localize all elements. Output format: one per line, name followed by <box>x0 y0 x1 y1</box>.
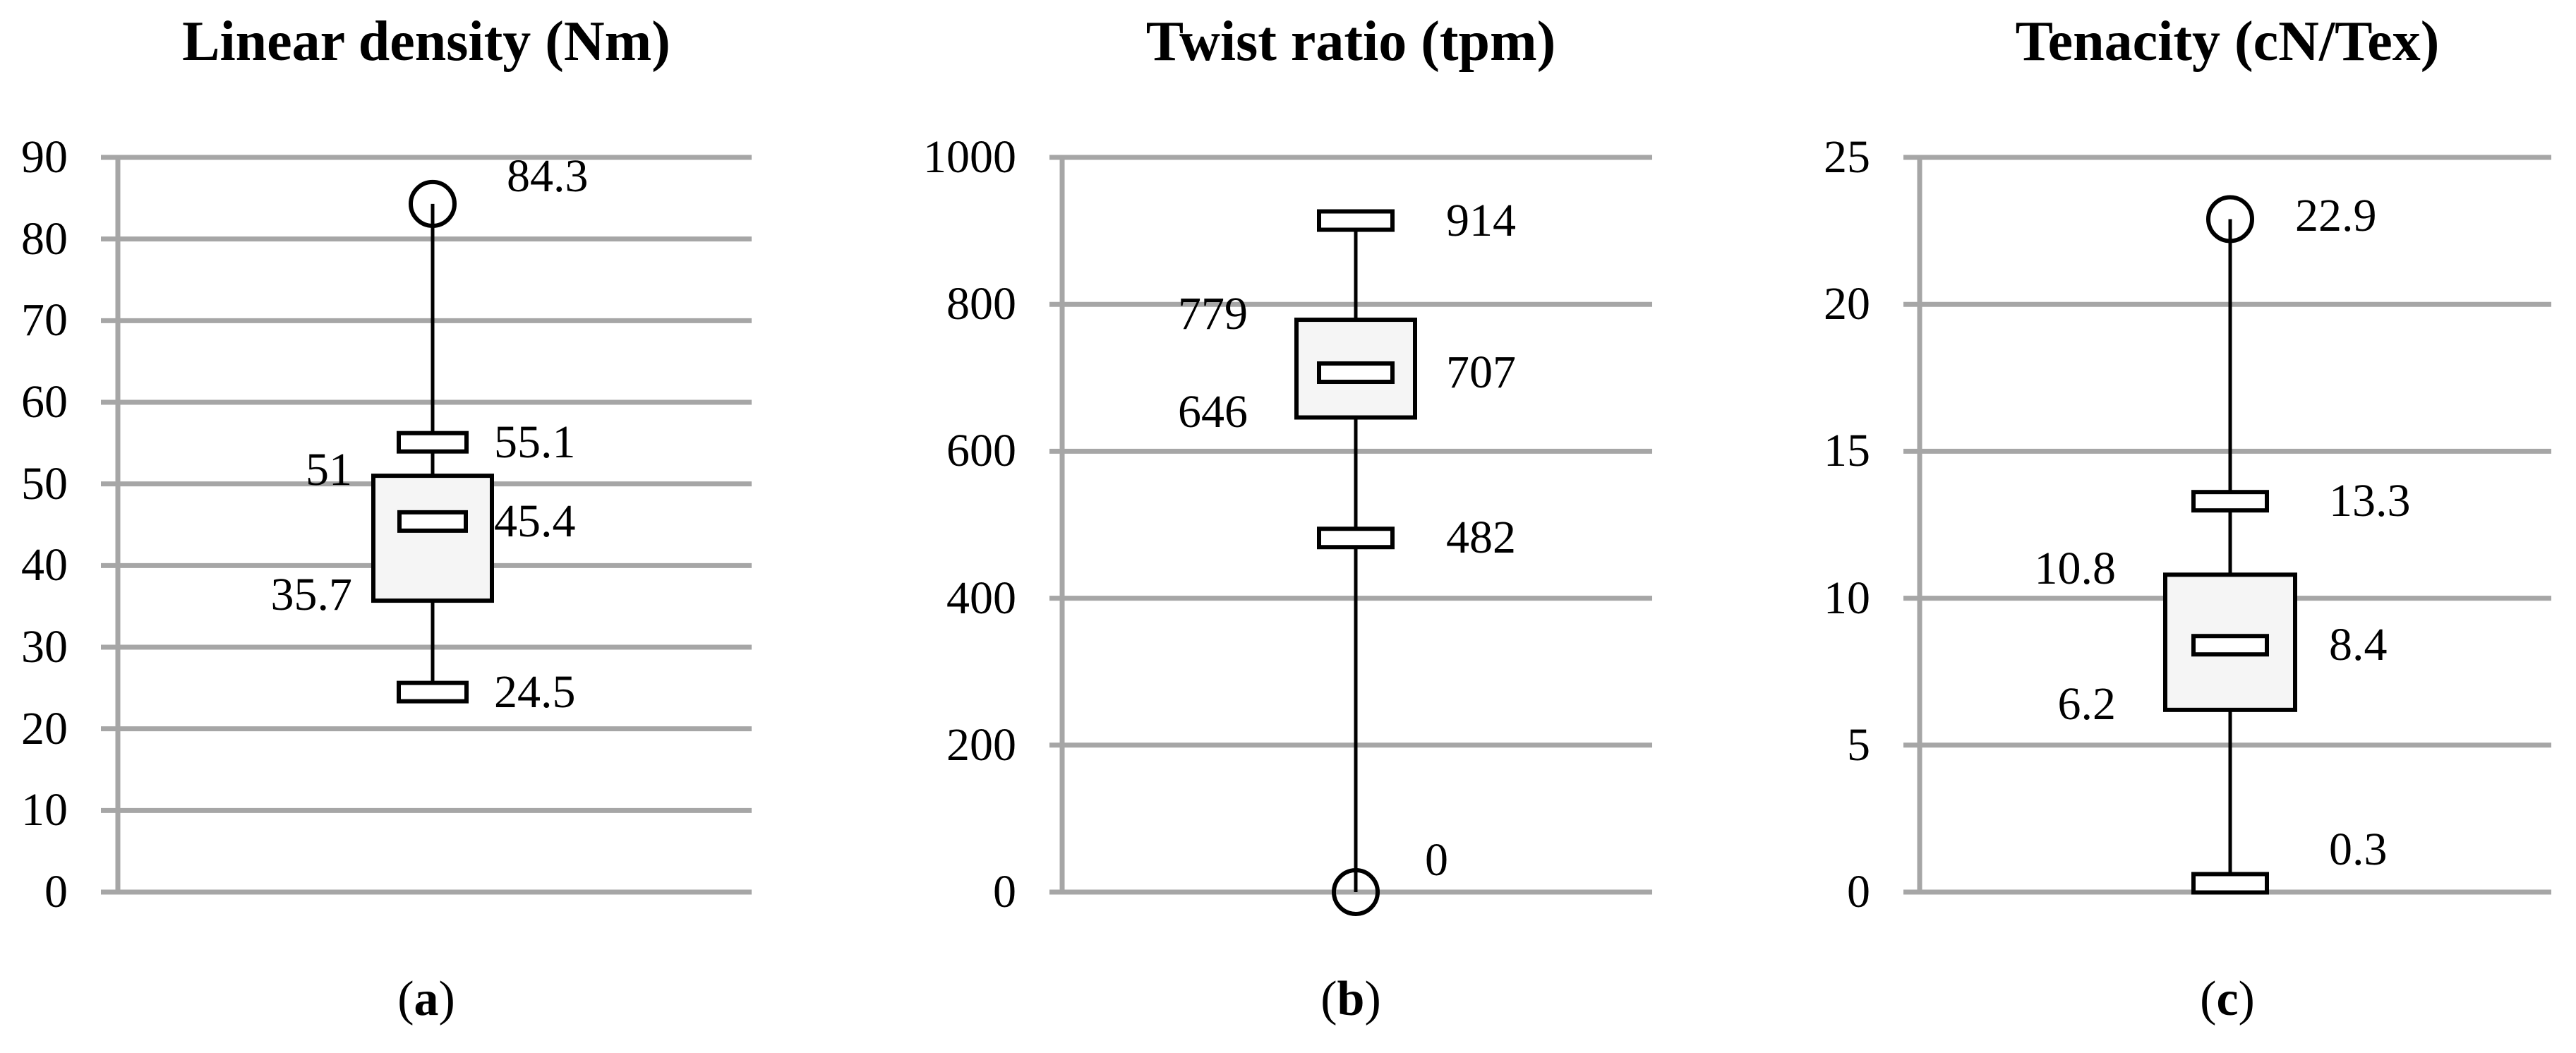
caption-paren-open: ( <box>2200 972 2217 1026</box>
whisker-cap <box>1317 209 1395 232</box>
whisker-cap <box>1317 526 1395 550</box>
chart-title-linear-density: Linear density (Nm) <box>182 11 670 73</box>
chart-caption-b: (b) <box>1245 965 1457 1033</box>
chart-caption-c: (c) <box>2121 965 2333 1033</box>
caption-paren-open: ( <box>1320 972 1337 1026</box>
outlier-circle <box>2206 195 2254 243</box>
caption-paren-close: ) <box>438 972 455 1026</box>
median-marker <box>1317 361 1395 385</box>
whisker-cap <box>2191 490 2269 513</box>
outlier-circle <box>1332 868 1380 916</box>
caption-paren-close: ) <box>1364 972 1381 1026</box>
caption-letter: a <box>414 972 439 1026</box>
whisker-cap <box>397 680 469 704</box>
chart-caption-a: (a) <box>320 965 532 1033</box>
iqr-box <box>371 474 494 603</box>
caption-letter: c <box>2216 972 2239 1026</box>
whisker-cap <box>2191 872 2269 895</box>
caption-letter: b <box>1337 972 1365 1026</box>
caption-paren-open: ( <box>397 972 414 1026</box>
median-marker <box>397 510 468 533</box>
caption-paren-close: ) <box>2238 972 2255 1026</box>
chart-title-twist-ratio: Twist ratio (tpm) <box>1145 11 1556 73</box>
chart-title-tenacity: Tenacity (cN/Tex) <box>2015 11 2440 73</box>
median-marker <box>2191 634 2269 657</box>
outlier-circle <box>409 179 457 228</box>
whisker-cap <box>397 431 469 454</box>
